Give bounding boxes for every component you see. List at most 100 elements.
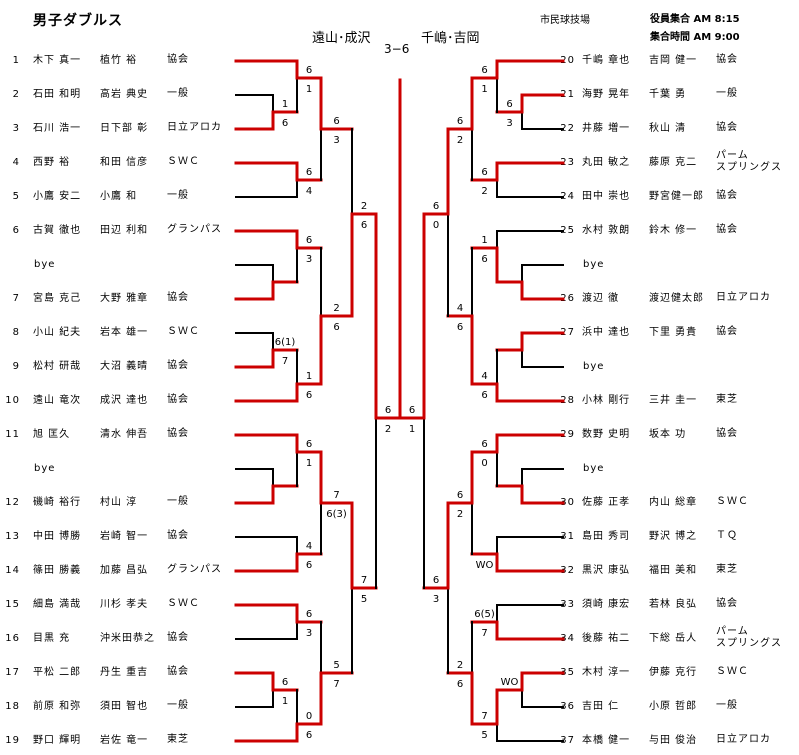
- team-name: パーム スプリングス: [716, 150, 782, 173]
- seed-number: 17: [5, 667, 20, 678]
- seed-number: 9: [12, 361, 20, 372]
- seed-number: 14: [5, 565, 20, 576]
- score-top: 6: [306, 609, 312, 620]
- score-top: 6: [306, 439, 312, 450]
- right-entry-row: bye: [0, 462, 799, 476]
- score-bottom: 2: [457, 135, 463, 146]
- player-name: 秋山 清: [649, 123, 687, 134]
- player-name: 野宮健一郎: [649, 191, 704, 202]
- player-name: 下里 勇貴: [649, 327, 698, 338]
- score-top: 6: [433, 201, 439, 212]
- score-bottom: 4: [306, 186, 312, 197]
- score-top: 6: [481, 167, 487, 178]
- player-name: 島田 秀司: [582, 531, 631, 542]
- player-name: 大沼 義晴: [100, 361, 149, 372]
- team-name: 東芝: [167, 734, 189, 745]
- seed-number: 31: [560, 531, 575, 542]
- score-bottom: 1: [306, 458, 312, 469]
- player-name: 日下部 彰: [100, 123, 149, 134]
- seed-number: 19: [5, 735, 20, 746]
- score-top: 6: [409, 405, 415, 416]
- team-name: 協会: [167, 54, 189, 65]
- player-name: bye: [34, 463, 56, 474]
- team-name: ＴＱ: [716, 530, 738, 541]
- player-name: 丹生 重吉: [100, 667, 149, 678]
- seed-number: 36: [560, 701, 575, 712]
- player-name: 中田 博勝: [33, 531, 82, 542]
- score-top: 6: [385, 405, 391, 416]
- score-bottom: 2: [457, 509, 463, 520]
- seed-number: 28: [560, 395, 575, 406]
- seed-number: 22: [560, 123, 575, 134]
- score-bottom: 6: [306, 730, 312, 741]
- seed-number: 34: [560, 633, 575, 644]
- team-name: 協会: [716, 326, 738, 337]
- left-entry-row: 19 野口 輝明 岩佐 竜一 東芝: [0, 734, 799, 748]
- seed-number: 20: [560, 55, 575, 66]
- player-name: 水村 敦朗: [582, 225, 631, 236]
- score-bottom: 5: [361, 594, 367, 605]
- team-name: ＳＷＣ: [167, 598, 200, 609]
- player-name: 田中 崇也: [582, 191, 631, 202]
- page-title: 男子ダブルス: [33, 13, 123, 29]
- score-top: 7: [361, 575, 367, 586]
- seed-number: 10: [5, 395, 20, 406]
- player-name: 井藤 増一: [582, 123, 631, 134]
- player-name: 三井 圭一: [649, 395, 698, 406]
- player-name: bye: [34, 259, 56, 270]
- player-name: 須田 智也: [100, 701, 149, 712]
- player-name: bye: [583, 361, 605, 372]
- score-bottom: 6: [481, 390, 487, 401]
- team-name: 日立アロカ: [716, 734, 771, 745]
- final-right-pair: 千嶋･吉岡: [421, 31, 480, 46]
- team-name: 協会: [716, 428, 738, 439]
- player-name: 小原 哲郎: [649, 701, 698, 712]
- player-name: 遠山 竜次: [33, 395, 82, 406]
- player-name: bye: [583, 463, 605, 474]
- seed-number: 16: [5, 633, 20, 644]
- player-name: 下総 岳人: [649, 633, 698, 644]
- player-name: 野口 輝明: [33, 735, 82, 746]
- seed-number: 12: [5, 497, 20, 508]
- score-bottom: 3: [333, 135, 339, 146]
- score-bottom: 7: [481, 628, 487, 639]
- team-name: 日立アロカ: [716, 292, 771, 303]
- player-name: 細島 満哉: [33, 599, 82, 610]
- player-name: 岩佐 竜一: [100, 735, 149, 746]
- score-bottom: 2: [481, 186, 487, 197]
- score-top: 7: [333, 490, 339, 501]
- team-name: ＳＷＣ: [167, 326, 200, 337]
- score-bottom: 6: [306, 560, 312, 571]
- seed-number: 7: [12, 293, 20, 304]
- seed-number: 15: [5, 599, 20, 610]
- score-top: 0: [306, 711, 312, 722]
- seed-number: 37: [560, 735, 575, 746]
- score-top: 6: [481, 439, 487, 450]
- team-name: 協会: [716, 54, 738, 65]
- score-top: 2: [333, 303, 339, 314]
- team-name: 一般: [716, 700, 738, 711]
- player-name: 黒沢 康弘: [582, 565, 631, 576]
- player-name: 岩本 雄一: [100, 327, 149, 338]
- player-name: 加藤 昌弘: [100, 565, 149, 576]
- seed-number: 25: [560, 225, 575, 236]
- team-name: 東芝: [716, 394, 738, 405]
- seed-number: 33: [560, 599, 575, 610]
- team-name: 一般: [167, 88, 189, 99]
- seed-number: 21: [560, 89, 575, 100]
- seed-number: 1: [12, 55, 20, 66]
- team-name: ＳＷＣ: [167, 156, 200, 167]
- score-bottom: WO: [476, 560, 494, 571]
